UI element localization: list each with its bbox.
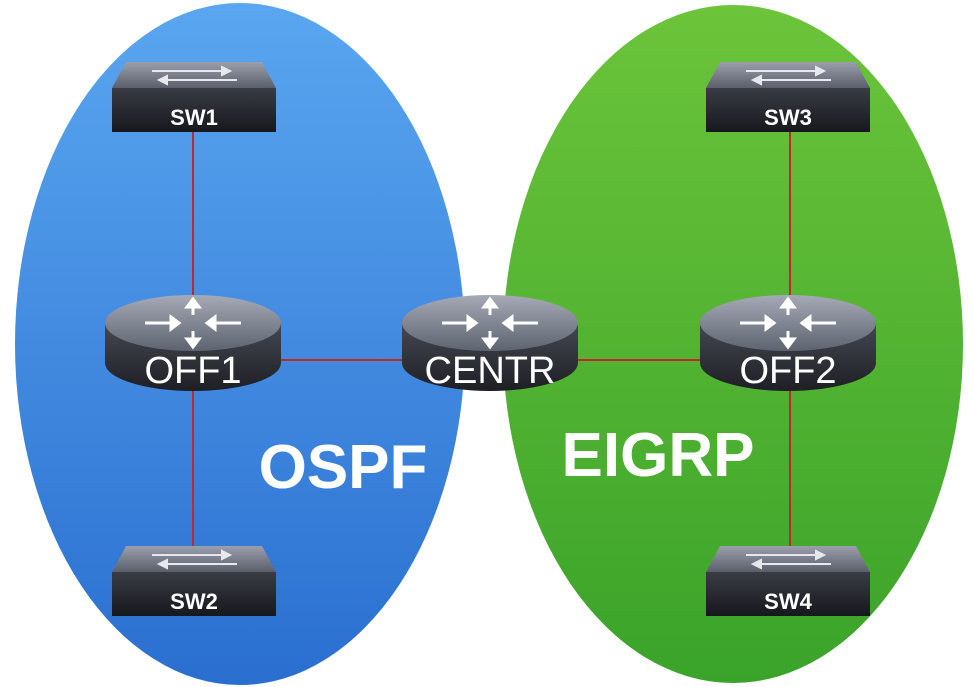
router-label: OFF1: [144, 350, 241, 392]
router-label: OFF2: [739, 350, 836, 392]
router-label: CENTR: [425, 350, 556, 392]
switch-label: SW1: [170, 105, 218, 130]
router-off2[interactable]: OFF2: [700, 295, 876, 392]
switch-sw4[interactable]: SW4: [706, 546, 870, 616]
router-centr[interactable]: CENTR: [402, 295, 578, 392]
switch-label: SW2: [170, 589, 218, 614]
zone-label-eigrp: EIGRP: [562, 421, 755, 490]
switch-icon: [112, 62, 276, 88]
switch-icon: [706, 546, 870, 572]
switch-sw1[interactable]: SW1: [112, 62, 276, 132]
switch-label: SW4: [764, 589, 812, 614]
switch-sw2[interactable]: SW2: [112, 546, 276, 616]
router-off1[interactable]: OFF1: [105, 295, 281, 392]
switch-sw3[interactable]: SW3: [706, 62, 870, 132]
switch-icon: [706, 62, 870, 88]
zone-label-ospf: OSPF: [259, 433, 428, 502]
links: [192, 130, 791, 560]
switch-icon: [112, 546, 276, 572]
switch-label: SW3: [764, 105, 812, 130]
